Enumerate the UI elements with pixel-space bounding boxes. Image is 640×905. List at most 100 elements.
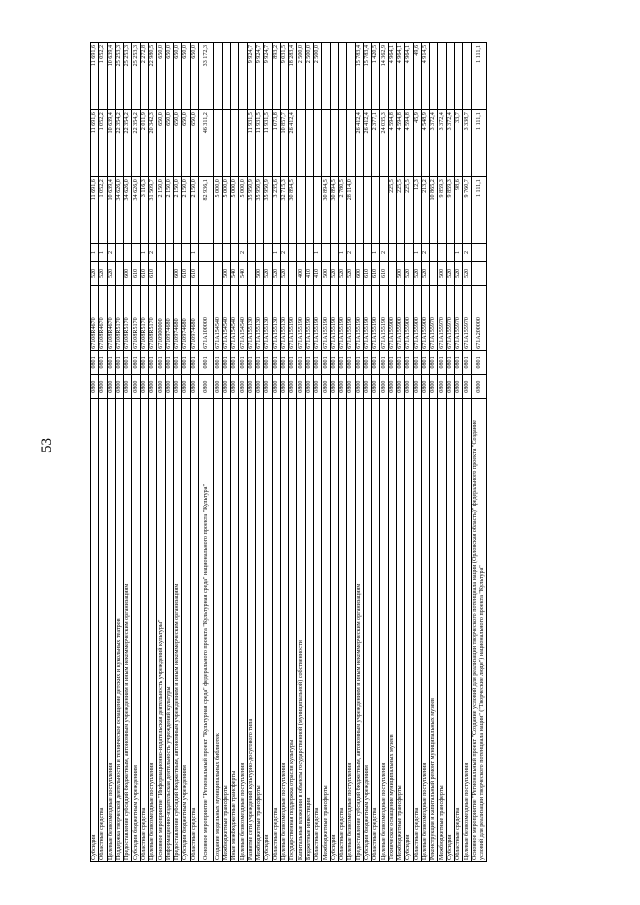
row-funding-group (123, 243, 132, 262)
row-funding-group (288, 243, 297, 262)
row-subsection: 0801 (222, 350, 231, 375)
row-amount-2: 10 857,7 (280, 109, 289, 177)
row-amount-1: 28 114,0 (346, 176, 355, 244)
row-amount-1: 10 865,2 (429, 176, 438, 244)
table-row: Предоставление субсидий бюджетным, автон… (355, 42, 364, 862)
table-row: Государственная поддержка отрасли культу… (288, 42, 297, 862)
row-name: Субсидии бюджетным учреждениям (181, 398, 191, 862)
row-amount-2: 4 594,8 (388, 109, 397, 177)
row-section: 0800 (98, 374, 108, 399)
row-amount-2: 3 372,4 (437, 109, 447, 177)
row-amount-1: 35 950,9 (255, 176, 264, 244)
row-section: 0800 (388, 374, 397, 399)
row-subsection: 0801 (371, 350, 380, 375)
row-amount-2: 11 691,6 (90, 109, 99, 177)
row-expense-type (213, 261, 223, 286)
row-subsection: 0801 (288, 350, 297, 375)
row-funding-group (330, 243, 339, 262)
row-name: Основное мероприятие "Информационно-изда… (156, 398, 166, 862)
row-subsection: 0801 (165, 350, 174, 375)
row-amount-1 (296, 176, 306, 244)
row-name: Областные средства (190, 398, 199, 862)
row-section: 0800 (198, 374, 214, 399)
row-amount-3: 4 964,1 (388, 42, 397, 110)
table-row: Основное мероприятие "Информационно-изда… (156, 42, 166, 862)
row-amount-1: 34 626,0 (131, 176, 141, 244)
row-target-article: 671A155190 (338, 285, 347, 351)
row-subsection: 0801 (421, 350, 430, 375)
row-section: 0800 (429, 374, 438, 399)
row-amount-3: 14 362,9 (379, 42, 389, 110)
row-name: Целевые безвозмездные поступления (462, 398, 472, 862)
row-subsection: 0801 (173, 350, 182, 375)
row-expense-type (388, 261, 397, 286)
row-target-article: 6710900000 (156, 285, 166, 351)
row-target-article: 671A154540 (230, 285, 239, 351)
row-amount-2: 2 011,9 (140, 109, 149, 177)
row-section: 0800 (471, 374, 487, 399)
row-amount-2: 22 354,2 (115, 109, 124, 177)
row-name: Областные средства (413, 398, 422, 862)
row-amount-2 (338, 109, 347, 177)
row-target-article: 671A155190 (305, 285, 314, 351)
row-target-article: 6710974680 (173, 285, 182, 351)
row-amount-2: 4 548,9 (421, 109, 430, 177)
row-name: Областные средства (454, 398, 463, 862)
row-amount-3 (230, 42, 239, 110)
row-name: Бюджетные инвестиции (305, 398, 314, 862)
row-amount-1: 5 000,0 (213, 176, 223, 244)
row-section: 0800 (379, 374, 389, 399)
table-row: Развитие сети учреждений культурно-досуг… (247, 42, 256, 862)
row-subsection: 0801 (280, 350, 289, 375)
row-funding-group (156, 243, 166, 262)
row-name: Предоставление субсидий бюджетным, автон… (355, 398, 364, 862)
row-name: Межбюджетные трансферты (396, 398, 405, 862)
row-funding-group: 1 (454, 243, 463, 262)
row-target-article: 67108R4670 (107, 285, 116, 351)
row-subsection: 0801 (247, 350, 256, 375)
row-section: 0800 (181, 374, 191, 399)
row-funding-group: 1 (371, 243, 380, 262)
row-expense-type (165, 261, 174, 286)
row-expense-type: 600 (123, 261, 132, 286)
row-name: Целевые безвозмездные поступления (379, 398, 389, 862)
row-amount-1: 9 859,3 (446, 176, 455, 244)
row-amount-3: 15 783,4 (363, 42, 372, 110)
row-subsection: 0801 (140, 350, 149, 375)
row-amount-1: 225,5 (388, 176, 397, 244)
row-section: 0800 (115, 374, 124, 399)
row-target-article: 671A155130 (247, 285, 256, 351)
row-amount-3: 2 500,0 (313, 42, 322, 110)
row-name: Субсидии бюджетным учреждениям (363, 398, 372, 862)
row-subsection: 0801 (107, 350, 116, 375)
row-target-article: 671A155970 (429, 285, 438, 351)
row-section: 0800 (462, 374, 472, 399)
row-expense-type: 410 (313, 261, 322, 286)
row-name: Развитие сети учреждений культурно-досуг… (247, 398, 256, 862)
row-section: 0800 (413, 374, 422, 399)
row-name: Областные средства (371, 398, 380, 862)
row-subsection: 0801 (454, 350, 463, 375)
row-section: 0800 (238, 374, 248, 399)
row-expense-type: 520 (413, 261, 422, 286)
row-amount-1: 31 509,7 (148, 176, 157, 244)
row-expense-type: 520 (263, 261, 273, 286)
row-funding-group (198, 243, 214, 262)
row-amount-3: 25 253,3 (131, 42, 141, 110)
row-amount-2 (238, 109, 248, 177)
row-target-article: 671A154540 (213, 285, 223, 351)
row-target-article: 671A155130 (263, 285, 273, 351)
row-amount-2: 650,0 (181, 109, 191, 177)
row-amount-3 (238, 42, 248, 110)
row-subsection: 0801 (131, 350, 141, 375)
row-expense-type (429, 261, 438, 286)
